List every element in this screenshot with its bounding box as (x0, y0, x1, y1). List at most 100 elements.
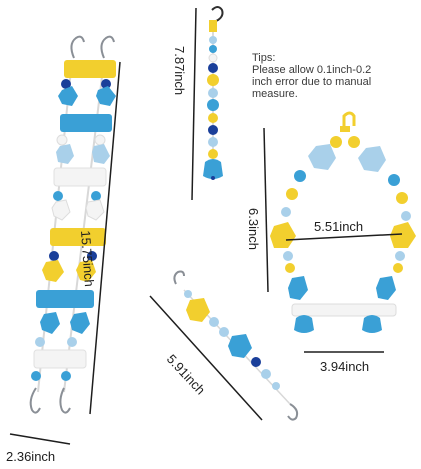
ladder-bead (49, 251, 59, 261)
small-chain-bead (272, 382, 280, 390)
small-chain-bead (209, 317, 219, 327)
tips-line-3: measure. (252, 88, 298, 100)
ladder-gem-bead (51, 199, 71, 221)
chain-clip (211, 6, 224, 23)
hanging-chain-toy (203, 6, 224, 180)
ladder-bead (31, 371, 41, 381)
chain-bead (208, 113, 218, 123)
small-chain-bead (184, 290, 192, 298)
chain-bead (209, 36, 217, 44)
swing-height-label: 6.3inch (246, 208, 261, 250)
ladder-height-label: 15.75inch (78, 229, 97, 288)
swing-bead (294, 170, 306, 182)
ladder-hook-top-left (70, 35, 85, 59)
swing-bead (348, 136, 360, 148)
ladder-bead (53, 191, 63, 201)
swing-bead (330, 136, 342, 148)
chain-length-label: 7.87inch (172, 46, 187, 96)
chain-bead (208, 137, 218, 147)
tips-line-1: Please allow 0.1inch-0.2 (252, 64, 372, 76)
ladder-gem-bead (96, 86, 116, 106)
swing-bead (285, 263, 295, 273)
small-bead-chain (173, 270, 299, 421)
ladder-bead (35, 337, 45, 347)
ladder-hook-bottom-right (59, 387, 71, 414)
ladder-gem-bead (76, 260, 96, 282)
ladder-gem-bead (92, 144, 110, 164)
ladder-rung (50, 228, 106, 246)
small-chain-hook-top (173, 270, 185, 285)
chain-bead (208, 149, 218, 159)
small-chain-length-line (149, 295, 263, 421)
swing-bead (393, 263, 403, 273)
swing-gem-bead (390, 222, 416, 248)
ladder-gem-bead (70, 312, 90, 334)
chain-length-line (191, 7, 197, 201)
chain-bell-clapper (211, 176, 215, 180)
ladder-hook-top-right (100, 35, 115, 59)
swing-bead (281, 207, 291, 217)
swing-bead (388, 174, 400, 186)
ladder-bead (67, 337, 77, 347)
ladder-bead (56, 134, 68, 146)
swing-height-line (263, 127, 269, 293)
swing-bead (286, 188, 298, 200)
ladder-rung (64, 60, 116, 78)
ladder-width-line (9, 433, 71, 445)
ladder-gem-bead (40, 312, 60, 334)
small-chain-bead (251, 357, 261, 367)
swing-bead (401, 211, 411, 221)
swing-hook (342, 111, 356, 126)
swing-gem-bead (358, 146, 386, 172)
ladder-height-line (89, 61, 121, 415)
swing-bell-right (362, 315, 382, 333)
small-chain-gem-bead (228, 334, 252, 358)
ladder-bead (87, 251, 97, 261)
chain-bead (208, 88, 218, 98)
chain-bell (203, 159, 223, 179)
swing-perch (291, 303, 397, 317)
chain-bead (208, 125, 218, 135)
swing-width-line (285, 233, 403, 241)
ladder-gem-bead (56, 144, 74, 164)
small-chain-hook-bottom (287, 403, 299, 421)
ladder-rung (36, 290, 94, 308)
ladder-rung (53, 167, 107, 187)
ladder-gem-bead (42, 260, 64, 282)
chain-bead (207, 74, 219, 86)
swing-gem-bead (308, 144, 336, 170)
ladder-bead (61, 371, 71, 381)
swing-bead (283, 251, 293, 261)
ladder-hook-bottom-left (29, 387, 41, 414)
swing-gem-bead (288, 276, 308, 300)
tips-line-2: inch error due to manual (252, 76, 372, 88)
swing-width-label: 5.51inch (314, 219, 364, 234)
bird-ladder (29, 35, 116, 414)
chain-bead (208, 53, 218, 63)
swing-gem-bead (270, 222, 296, 248)
small-chain-bead (261, 369, 271, 379)
tips-title: Tips: (252, 52, 276, 64)
chain-bead (207, 99, 219, 111)
ladder-gem-bead (85, 199, 105, 221)
ladder-gem-bead (58, 86, 78, 106)
chain-bead (208, 63, 218, 73)
tips-note: Tips: Please allow 0.1inch-0.2 inch erro… (252, 52, 412, 100)
ladder-rung (33, 349, 87, 369)
ladder-rung (60, 114, 112, 132)
chain-bead (209, 45, 217, 53)
ladder-bead (91, 191, 101, 201)
bird-swing (270, 111, 416, 333)
swing-hook-base (340, 126, 350, 132)
swing-bead (396, 192, 408, 204)
ladder-bead (94, 134, 106, 146)
small-chain-bead (219, 327, 229, 337)
ladder-bead (101, 79, 111, 89)
ladder-width-label: 2.36inch (6, 449, 56, 464)
swing-perch-label: 3.94inch (320, 359, 370, 374)
swing-bell-left (294, 315, 314, 333)
chain-clip-head (209, 20, 217, 32)
swing-gem-bead (376, 276, 396, 300)
